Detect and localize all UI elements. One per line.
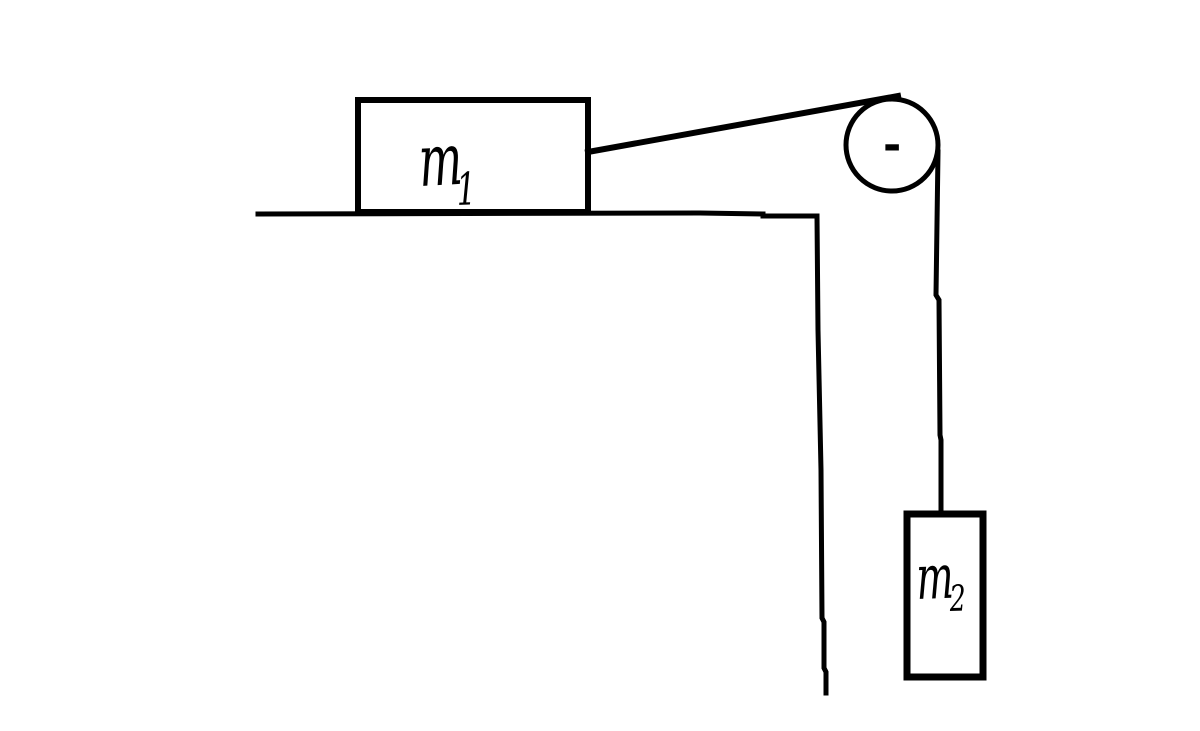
string-block1-to-pulley [584, 92, 902, 156]
table-edge-line [814, 213, 829, 696]
block-m2-label: m [915, 542, 955, 615]
pulley-wheel [843, 96, 941, 194]
pulley-axle-mark: - [883, 120, 901, 171]
string-pulley-to-block2 [933, 149, 944, 516]
block-m2-label-base: m [915, 542, 955, 615]
block-m1 [355, 97, 591, 215]
block-m1-label-subscript: 1 [456, 163, 477, 216]
block-m1-label-sub: 1 [456, 163, 477, 216]
block-m1-label-base: m [417, 118, 465, 204]
block-m2-label-sub: 2 [948, 578, 966, 620]
block-m2 [903, 510, 987, 681]
block-m2-label-subscript: 2 [948, 578, 966, 620]
block-m1-label: m [417, 118, 465, 204]
